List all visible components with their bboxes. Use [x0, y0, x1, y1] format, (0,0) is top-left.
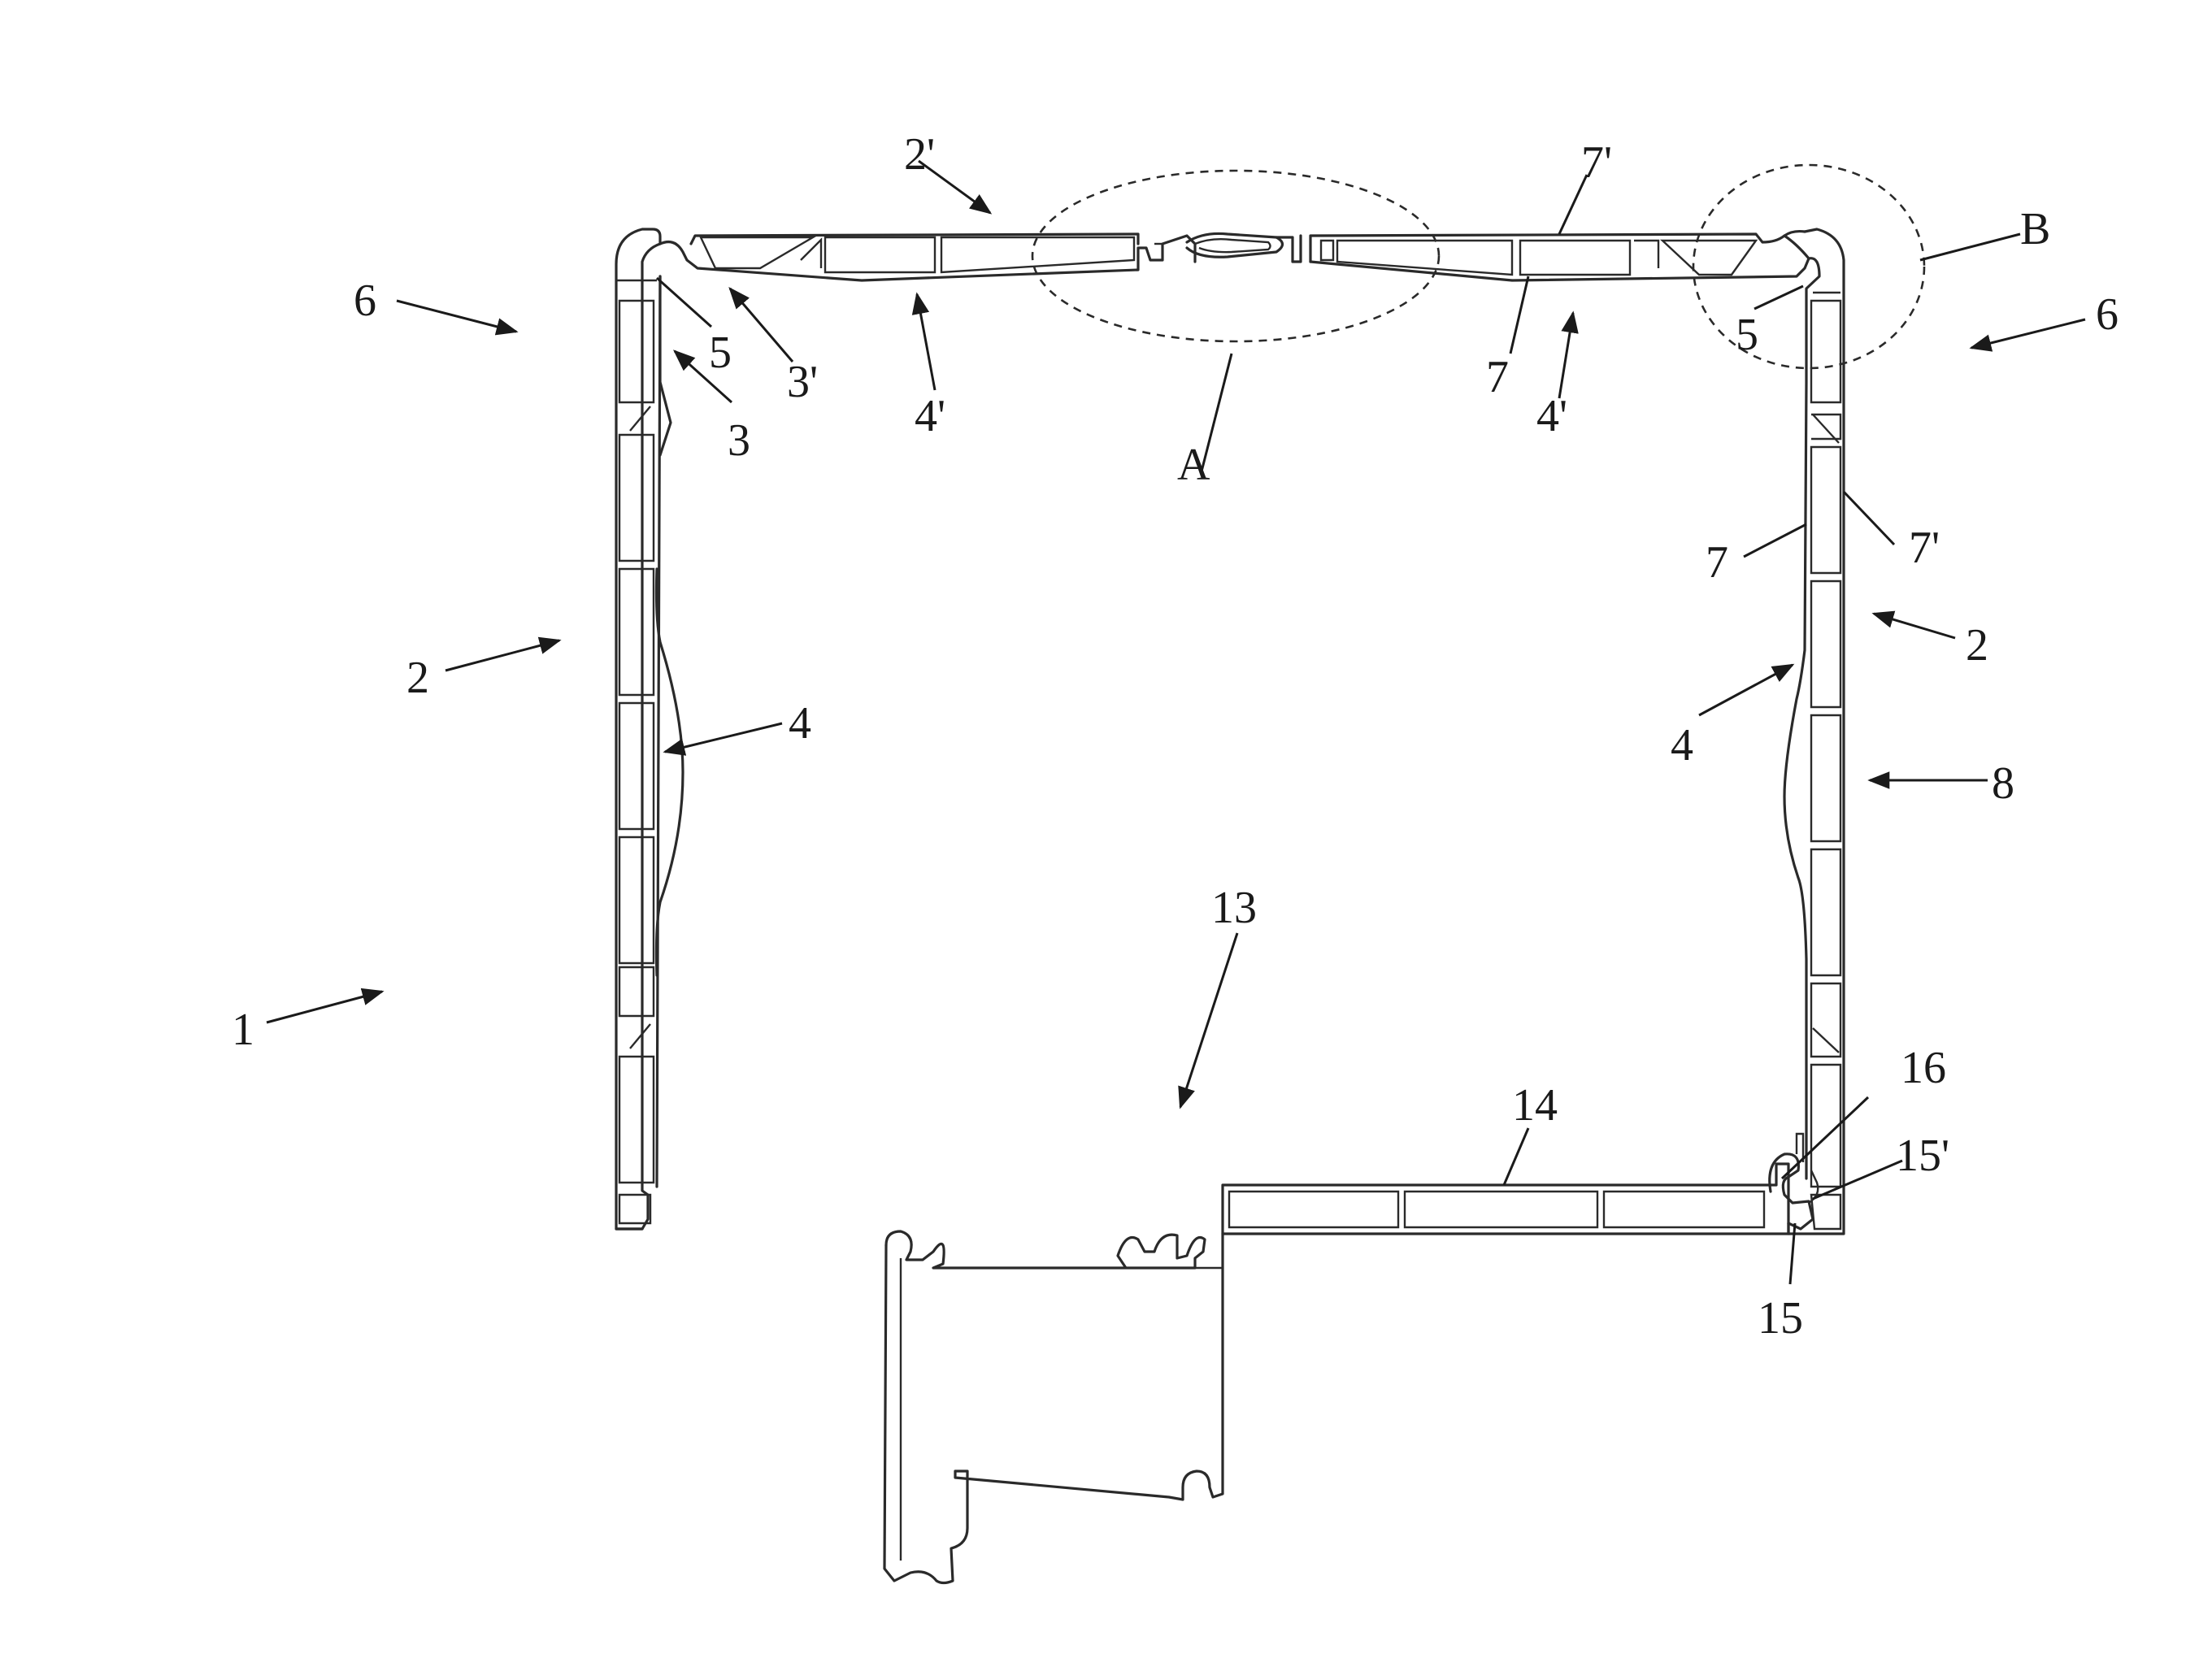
top-left-profile [660, 234, 1195, 280]
label-4-right: 4 [1671, 720, 1693, 771]
central-joint [1187, 233, 1301, 262]
label-2-right: 2 [1966, 620, 1988, 671]
label-5-right: 5 [1736, 310, 1758, 360]
label-16: 16 [1901, 1043, 1946, 1093]
label-13: 13 [1211, 883, 1257, 933]
right-side-profile [1784, 229, 1844, 1234]
label-7-prime-top: 7' [1581, 137, 1612, 188]
label-4-prime-left: 4' [915, 391, 945, 441]
label-7-right: 7 [1706, 537, 1728, 588]
top-right-profile [1310, 232, 1809, 280]
label-3: 3 [728, 415, 750, 466]
label-4-prime-right: 4' [1536, 391, 1567, 441]
left-side-profile [616, 229, 683, 1229]
label-6-left: 6 [354, 276, 376, 326]
detail-b-ellipse [1693, 165, 1924, 368]
label-2-left: 2 [406, 653, 429, 703]
label-7-top: 7 [1486, 352, 1509, 402]
label-8: 8 [1992, 758, 2014, 809]
label-5-left: 5 [709, 328, 732, 378]
label-7-prime-right: 7' [1909, 523, 1940, 573]
label-2-prime: 2' [904, 129, 935, 180]
label-14: 14 [1512, 1080, 1558, 1131]
label-3-prime: 3' [787, 357, 818, 407]
label-4-left: 4 [789, 698, 811, 749]
label-15-prime: 15' [1896, 1131, 1949, 1181]
lower-frame-profile [884, 1231, 1223, 1583]
label-15: 15 [1758, 1293, 1803, 1344]
label-detail-b: B [2020, 204, 2050, 254]
label-6-right: 6 [2096, 289, 2119, 340]
label-detail-a: A [1177, 440, 1210, 490]
leader-lines [267, 161, 2085, 1284]
label-1: 1 [232, 1005, 254, 1055]
